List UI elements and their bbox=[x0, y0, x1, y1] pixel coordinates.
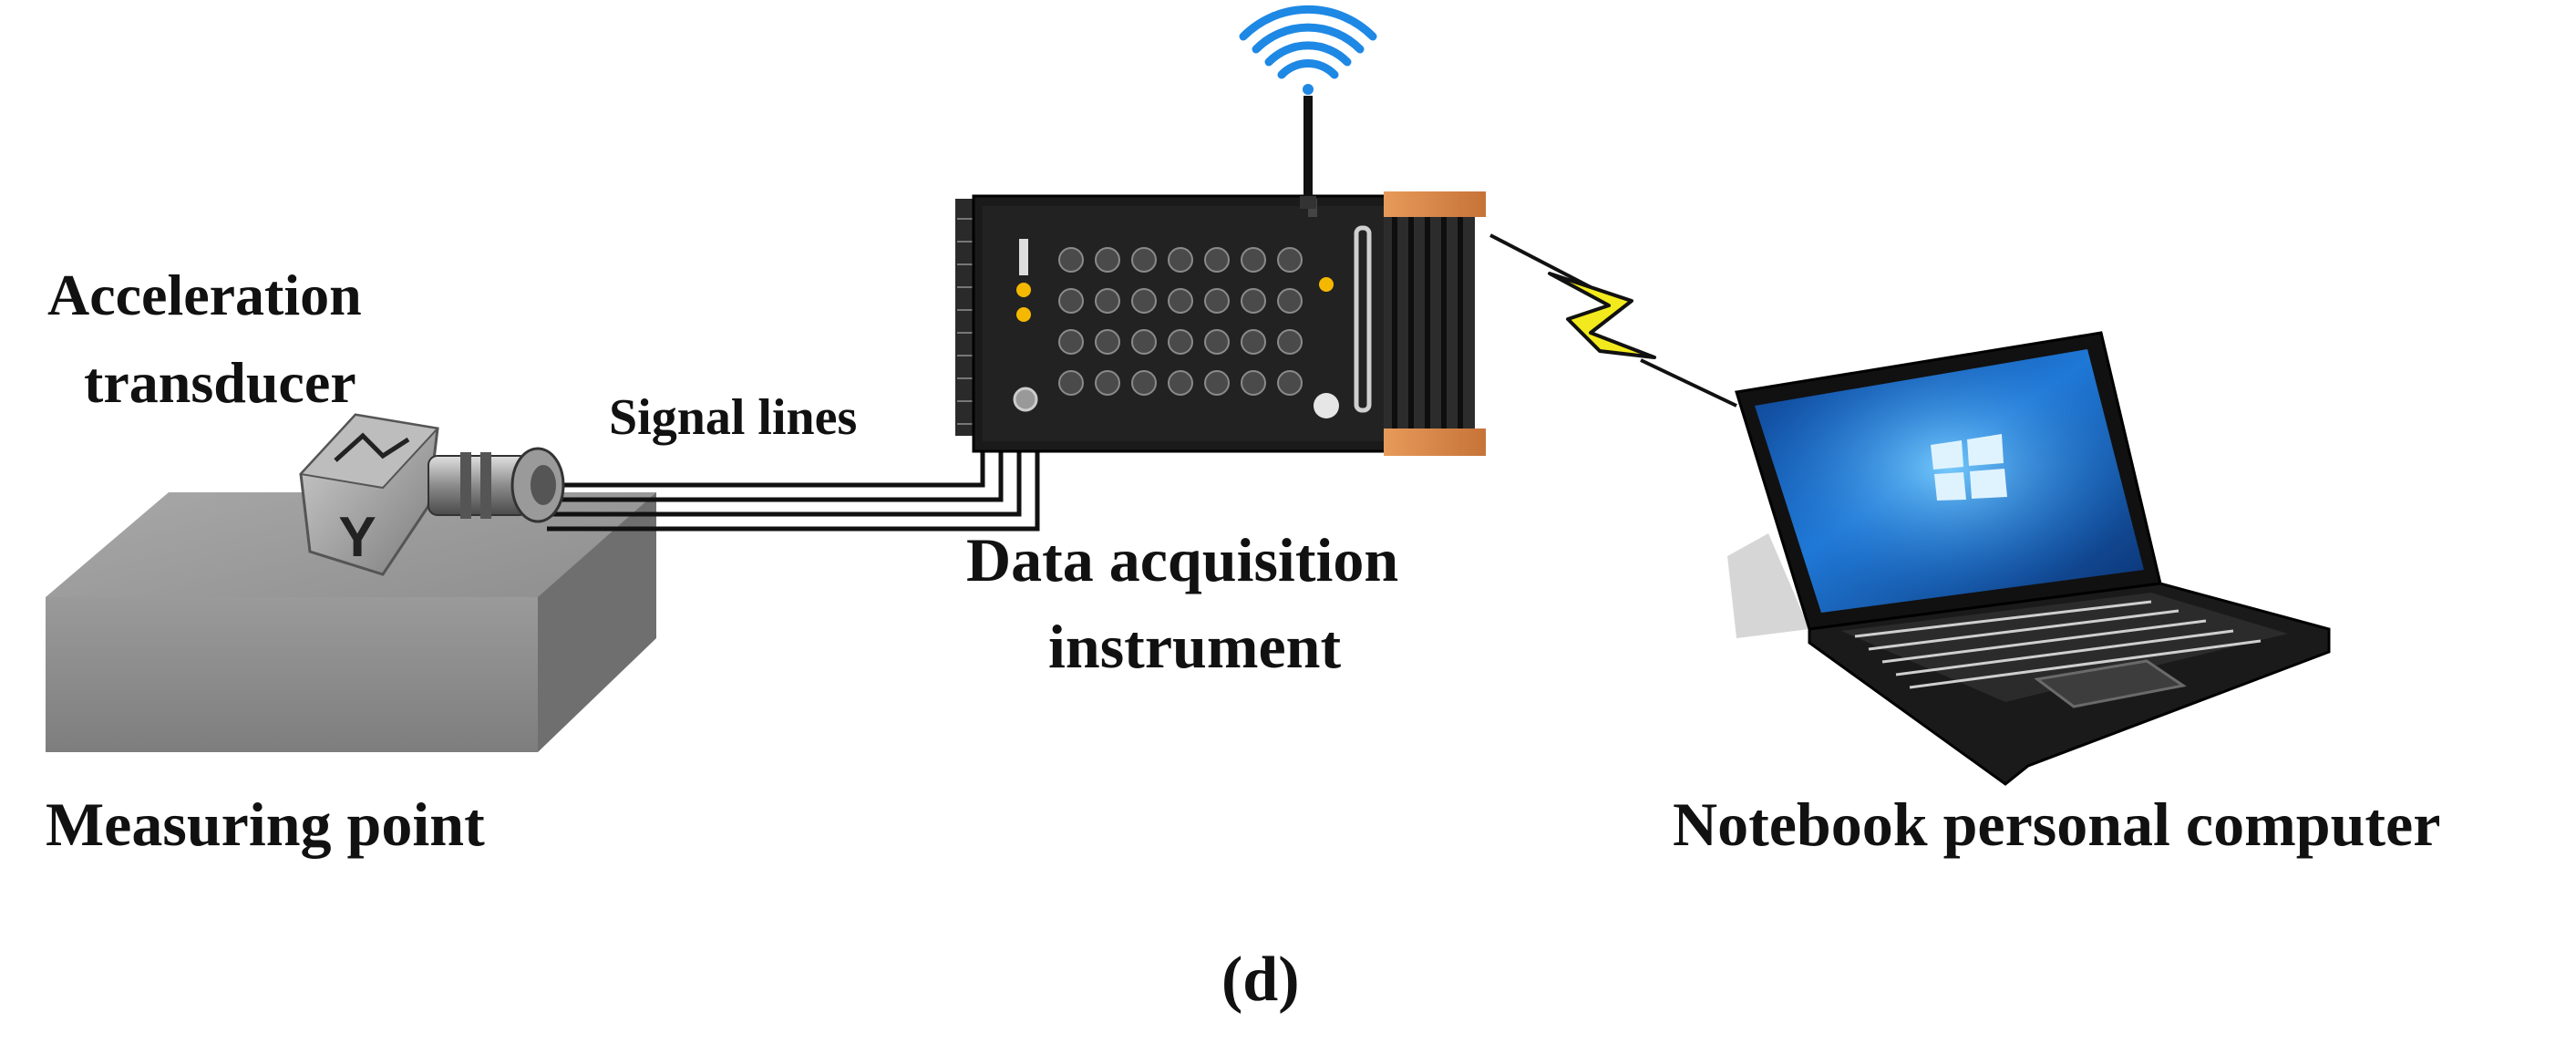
sensor-label-line1: Acceleration bbox=[47, 263, 362, 327]
wifi-signal-icon bbox=[1239, 5, 1377, 95]
windows-logo-icon bbox=[1931, 434, 2007, 501]
signal-lines-label: Signal lines bbox=[609, 389, 858, 446]
z-axis-icon bbox=[334, 432, 410, 462]
acceleration-transducer: Y bbox=[299, 413, 565, 576]
daq-label-line1: Data acquisition bbox=[966, 525, 1399, 594]
notebook-computer bbox=[1727, 331, 2331, 786]
antenna bbox=[1303, 96, 1313, 203]
keyboard-keys bbox=[1854, 600, 2262, 689]
daq-label-line2: instrument bbox=[1048, 612, 1342, 681]
panel-label: (d) bbox=[1221, 945, 1300, 1015]
lightning-bolt-icon bbox=[1489, 233, 1737, 408]
touchpad bbox=[2034, 659, 2187, 708]
signal-lines bbox=[547, 447, 1040, 532]
notebook-label: Notebook personal computer bbox=[1673, 790, 2441, 859]
measuring-point-label: Measuring point bbox=[46, 790, 485, 859]
sensor-label-line2: transducer bbox=[84, 350, 356, 415]
connector-grid bbox=[1058, 247, 1303, 396]
data-acquisition-instrument bbox=[955, 96, 1486, 456]
sensor-axis-letter: Y bbox=[338, 506, 376, 569]
